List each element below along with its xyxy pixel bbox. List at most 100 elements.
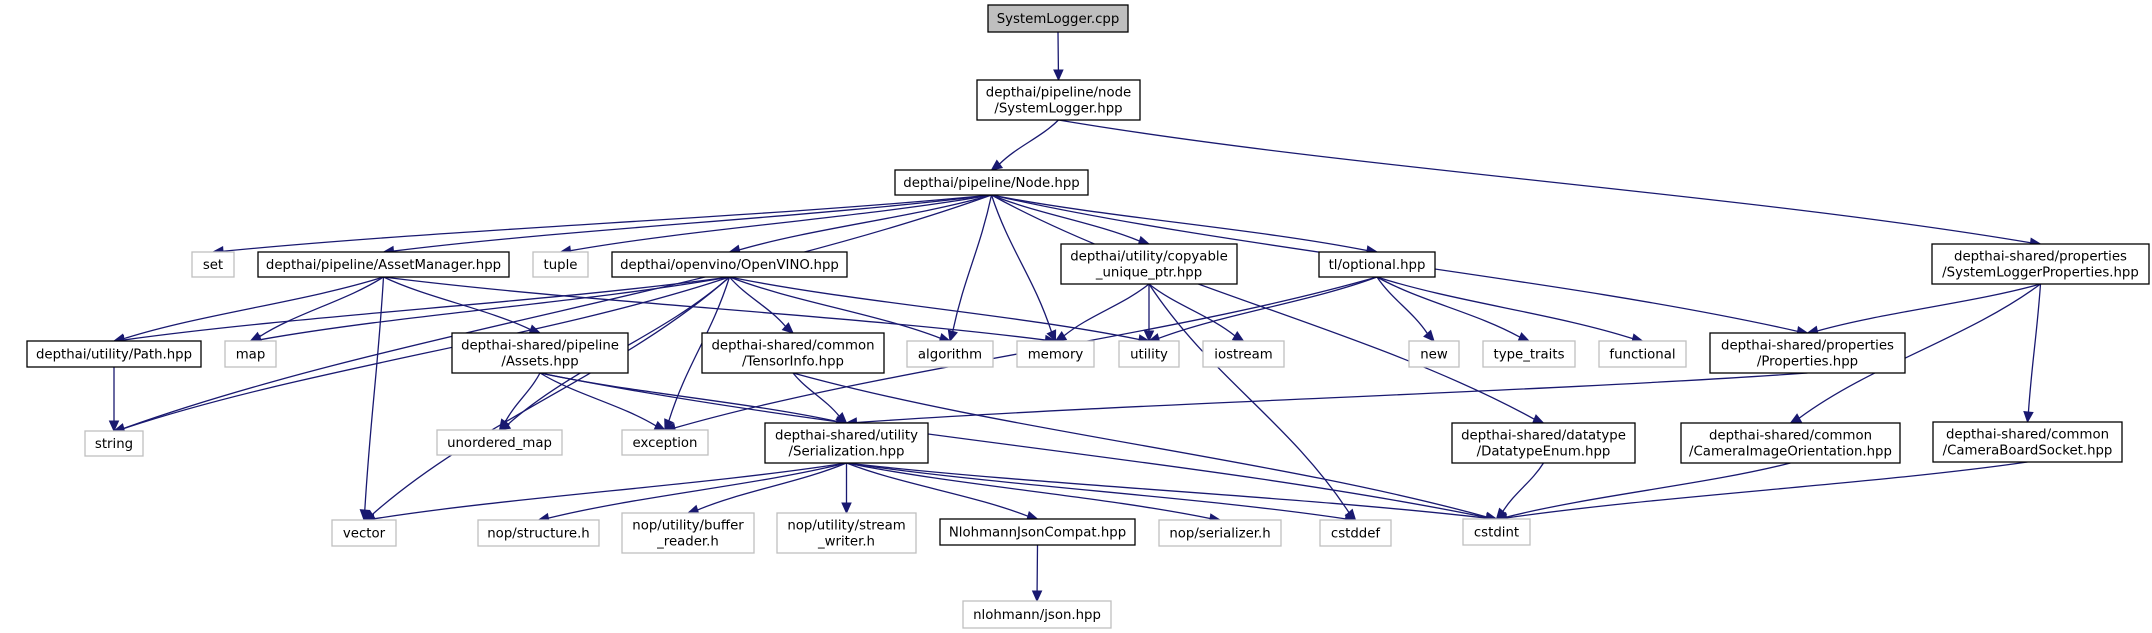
node-box bbox=[962, 600, 1112, 629]
edge-copyable-to-memory bbox=[1054, 283, 1150, 342]
edge-syslogger_hpp-to-sysloggerprops bbox=[1058, 119, 2042, 248]
edge-node_hpp-to-set bbox=[211, 194, 992, 257]
node-tuple[interactable]: tuple bbox=[532, 251, 589, 278]
arrowhead-icon bbox=[498, 418, 510, 431]
node-box bbox=[84, 430, 144, 457]
edge-assets-to-unordered_map bbox=[498, 372, 541, 431]
node-new[interactable]: new bbox=[1408, 340, 1460, 368]
node-copyable[interactable]: depthai/utility/copyable_unique_ptr.hpp bbox=[1060, 243, 1238, 285]
edge-assetmanager-to-path bbox=[112, 276, 384, 344]
node-nop-buffer-reader[interactable]: nop/utility/buffer_reader.h bbox=[621, 512, 755, 554]
node-map[interactable]: map bbox=[224, 340, 277, 368]
edge-node_hpp-to-memory bbox=[990, 194, 1057, 343]
edge-properties-to-serialization bbox=[845, 372, 1808, 428]
node-set[interactable]: set bbox=[191, 251, 235, 278]
node-utility[interactable]: utility bbox=[1118, 340, 1180, 368]
node-label: NlohmannJsonCompat.hpp bbox=[949, 526, 1126, 541]
node-label: map bbox=[236, 348, 266, 363]
node-sysloggerprops[interactable]: depthai-shared/properties/SystemLoggerPr… bbox=[1931, 243, 2150, 285]
node-label: /SystemLogger.hpp bbox=[994, 102, 1122, 117]
arrowhead-icon bbox=[2023, 411, 2034, 424]
edge-assetmanager-to-map bbox=[249, 276, 384, 342]
node-vector[interactable]: vector bbox=[331, 519, 397, 547]
arrowhead-icon bbox=[1423, 329, 1435, 342]
node-type-traits[interactable]: type_traits bbox=[1482, 340, 1576, 368]
node-assets[interactable]: depthai-shared/pipeline/Assets.hpp bbox=[451, 332, 629, 374]
edge-serialization-to-nop_stream_writer bbox=[841, 462, 852, 515]
node-label: depthai/openvino/OpenVINO.hpp bbox=[620, 258, 839, 273]
edge-openvino-to-vector bbox=[362, 276, 730, 521]
node-label: depthai-shared/common bbox=[1709, 429, 1872, 444]
edge-copyable-to-iostream bbox=[1148, 283, 1245, 342]
node-path[interactable]: depthai/utility/Path.hpp bbox=[26, 340, 202, 368]
node-camboardsocket[interactable]: depthai-shared/common/CameraBoardSocket.… bbox=[1932, 421, 2123, 463]
node-label: tuple bbox=[544, 258, 578, 273]
node-label: depthai-shared/datatype bbox=[1461, 429, 1626, 444]
node-box bbox=[1118, 340, 1180, 368]
node-unordered-map[interactable]: unordered_map bbox=[436, 429, 563, 456]
node-assetmanager[interactable]: depthai/pipeline/AssetManager.hpp bbox=[257, 251, 510, 278]
node-label: nop/utility/stream bbox=[787, 519, 905, 534]
node-syslogger-hpp[interactable]: depthai/pipeline/node/SystemLogger.hpp bbox=[976, 79, 1141, 121]
node-box bbox=[224, 340, 277, 368]
node-string[interactable]: string bbox=[84, 430, 144, 457]
node-functional[interactable]: functional bbox=[1598, 340, 1687, 368]
node-label: depthai/utility/copyable bbox=[1070, 250, 1228, 265]
node-nlohmann-compat[interactable]: NlohmannJsonCompat.hpp bbox=[939, 518, 1136, 546]
node-label: depthai-shared/common bbox=[1946, 428, 2109, 443]
node-label: unordered_map bbox=[447, 436, 552, 451]
node-box bbox=[776, 512, 917, 554]
edge-nlohmann_compat-to-nlohmann_json bbox=[1031, 544, 1043, 603]
node-box bbox=[621, 429, 709, 456]
node-label: /Properties.hpp bbox=[1757, 355, 1858, 370]
arrowhead-icon bbox=[1531, 414, 1545, 424]
node-box bbox=[611, 251, 848, 278]
node-openvino[interactable]: depthai/openvino/OpenVINO.hpp bbox=[611, 251, 848, 278]
node-layer: SystemLogger.cpp depthai/pipeline/node/Sy… bbox=[26, 4, 2150, 629]
node-label: /CameraImageOrientation.hpp bbox=[1689, 445, 1892, 460]
node-datatypeenum[interactable]: depthai-shared/datatype/DatatypeEnum.hpp bbox=[1451, 422, 1636, 464]
node-node-hpp[interactable]: depthai/pipeline/Node.hpp bbox=[894, 169, 1089, 196]
arrowhead-icon bbox=[1517, 332, 1531, 342]
node-tensorinfo[interactable]: depthai-shared/common/TensorInfo.hpp bbox=[701, 332, 885, 374]
node-box bbox=[1451, 422, 1636, 464]
edge-openvino-to-tensorinfo bbox=[729, 276, 794, 334]
node-label: _unique_ptr.hpp bbox=[1095, 266, 1202, 281]
node-properties[interactable]: depthai-shared/properties/Properties.hpp bbox=[1709, 332, 1906, 374]
node-cstddef[interactable]: cstddef bbox=[1319, 519, 1392, 547]
node-label: iostream bbox=[1214, 348, 1272, 363]
node-root[interactable]: SystemLogger.cpp bbox=[987, 4, 1129, 33]
node-box bbox=[26, 340, 202, 368]
edge-layer bbox=[108, 31, 2042, 603]
node-optional[interactable]: tl/optional.hpp bbox=[1318, 251, 1436, 278]
node-label: depthai-shared/pipeline bbox=[461, 339, 619, 354]
node-label: _writer.h bbox=[817, 535, 875, 550]
node-label: depthai/pipeline/node bbox=[986, 86, 1131, 101]
arrowhead-icon bbox=[664, 418, 674, 432]
node-box bbox=[1931, 243, 2150, 285]
node-iostream[interactable]: iostream bbox=[1202, 340, 1285, 368]
node-label: depthai-shared/properties bbox=[1954, 250, 2127, 265]
node-label: tl/optional.hpp bbox=[1329, 258, 1426, 273]
node-algorithm[interactable]: algorithm bbox=[906, 340, 994, 368]
edge-openvino-to-path bbox=[112, 276, 730, 346]
node-box bbox=[1318, 251, 1436, 278]
node-label: /Assets.hpp bbox=[501, 355, 578, 370]
node-label: depthai-shared/utility bbox=[775, 429, 918, 444]
node-box bbox=[1060, 243, 1238, 285]
node-camimgorient[interactable]: depthai-shared/common/CameraImageOrienta… bbox=[1680, 422, 1901, 464]
edge-root-to-syslogger_hpp bbox=[1053, 31, 1064, 82]
edge-serialization-to-nlohmann_compat bbox=[846, 462, 1039, 522]
edge-sysloggerprops-to-camboardsocket bbox=[2023, 283, 2042, 424]
node-serialization[interactable]: depthai-shared/utility/Serialization.hpp bbox=[764, 422, 929, 464]
node-nlohmann-json[interactable]: nlohmann/json.hpp bbox=[962, 600, 1112, 629]
node-memory[interactable]: memory bbox=[1016, 340, 1095, 368]
node-cstdint[interactable]: cstdint bbox=[1462, 518, 1531, 546]
node-label: exception bbox=[633, 436, 698, 451]
node-nop-serializer[interactable]: nop/serializer.h bbox=[1158, 519, 1282, 547]
node-nop-structure[interactable]: nop/structure.h bbox=[477, 519, 600, 547]
node-label: depthai-shared/common bbox=[711, 339, 874, 354]
node-nop-stream-writer[interactable]: nop/utility/stream_writer.h bbox=[776, 512, 917, 554]
arrowhead-icon bbox=[1046, 329, 1057, 343]
node-exception[interactable]: exception bbox=[621, 429, 709, 456]
